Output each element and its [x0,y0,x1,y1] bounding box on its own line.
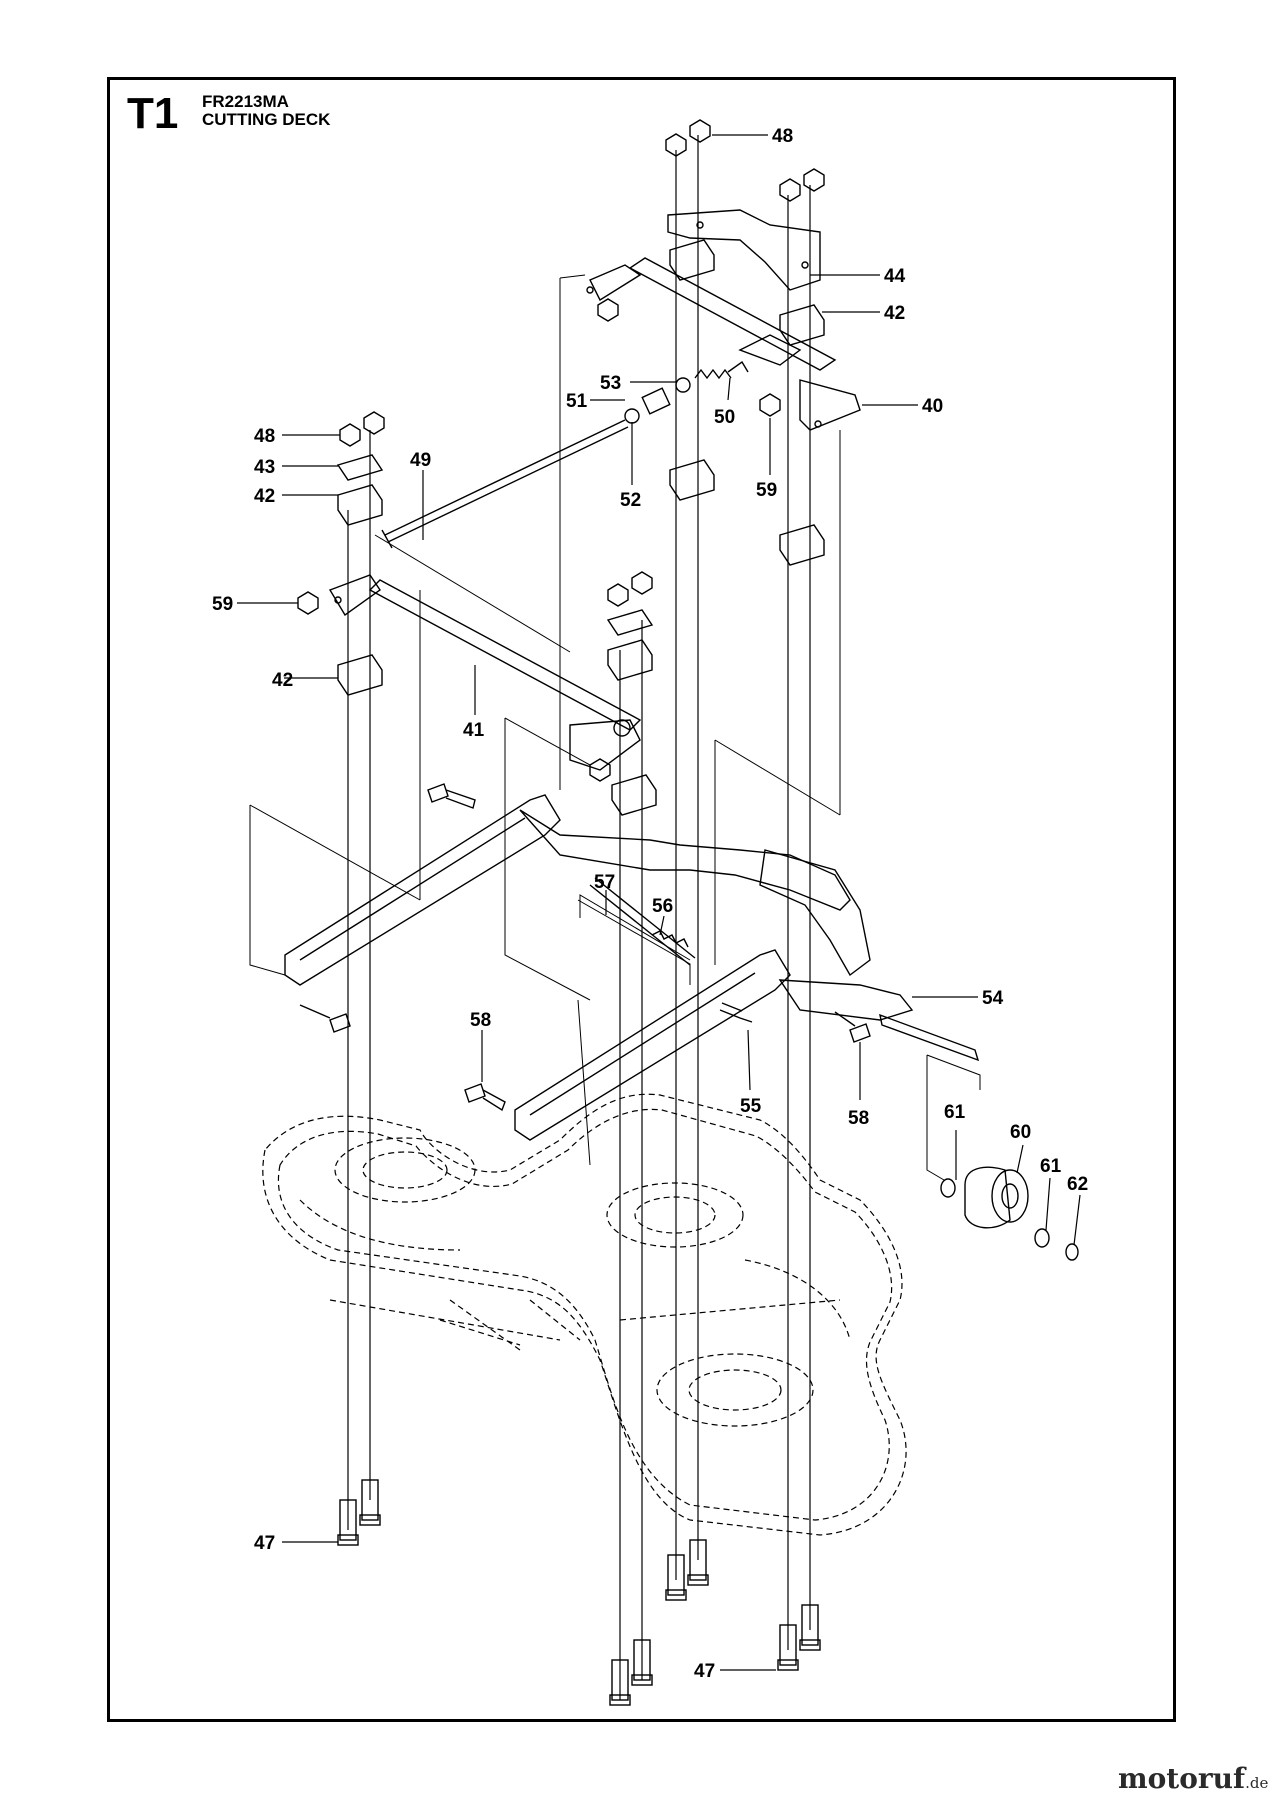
callout-58-left: 58 [470,1010,491,1031]
rear-lift-arm-41 [328,574,642,771]
assembly-group-lines [249,274,981,1181]
callout-47-left: 47 [254,1533,275,1554]
callout-44: 44 [884,266,906,287]
brand-tld: .de [1245,1774,1269,1792]
adjustment-rod-49 [381,419,629,549]
callout-43: 43 [254,457,275,478]
diagram-frame [107,77,1176,1722]
pin-55 [719,1002,753,1023]
callout-53: 53 [600,373,621,394]
lever-arm-assembly [284,794,980,1141]
callout-59-left: 59 [212,594,233,615]
callout-57: 57 [594,872,615,893]
bolt-58-lower-left [464,1083,506,1112]
callout-42-right: 42 [884,303,905,324]
callout-41: 41 [463,720,485,741]
spring-56 [651,930,689,948]
callout-59-right: 59 [756,480,777,501]
bolt-58-right [834,1011,871,1043]
callout-62: 62 [1067,1174,1088,1195]
gauge-wheel-assembly [940,1166,1079,1261]
callout-61-right: 61 [1040,1156,1062,1177]
fasteners-and-blocks [297,119,825,816]
callout-60: 60 [1010,1122,1031,1143]
callout-55: 55 [740,1096,762,1117]
callout-49: 49 [410,450,431,471]
callout-51: 51 [566,391,588,412]
brand-name: motoruf [1118,1762,1246,1795]
callout-61-left: 61 [944,1102,966,1123]
callout-50: 50 [714,407,735,428]
model-header: FR2213MA CUTTING DECK [202,92,331,130]
callout-40: 40 [922,396,943,417]
callout-labels: 48 44 42 40 53 51 50 52 59 48 43 42 49 5… [212,126,1088,1682]
front-lift-arm-40 [586,257,861,431]
callout-58-right: 58 [848,1108,869,1129]
model-number: FR2213MA [202,92,289,111]
cutting-deck-outline [262,1093,907,1536]
callout-48-left: 48 [254,426,275,447]
top-bracket-44 [667,209,821,291]
brand-watermark: motoruf.de [1118,1762,1268,1795]
diagram-title: CUTTING DECK [202,110,331,130]
callout-42-left: 42 [254,486,275,507]
callout-56: 56 [652,896,673,917]
mounting-bolt-lines [347,135,811,1700]
callout-42-mid: 42 [272,670,293,691]
bottom-bolts-47 [337,1479,821,1706]
callout-48-top: 48 [772,126,793,147]
section-code: T1 [127,89,179,138]
bolt-58-left [427,783,476,809]
callout-47-right: 47 [694,1661,715,1682]
callout-54: 54 [982,988,1004,1009]
bolt-58-rear [299,1004,351,1033]
callout-52: 52 [620,490,641,511]
callout-leaders [237,134,1081,1671]
